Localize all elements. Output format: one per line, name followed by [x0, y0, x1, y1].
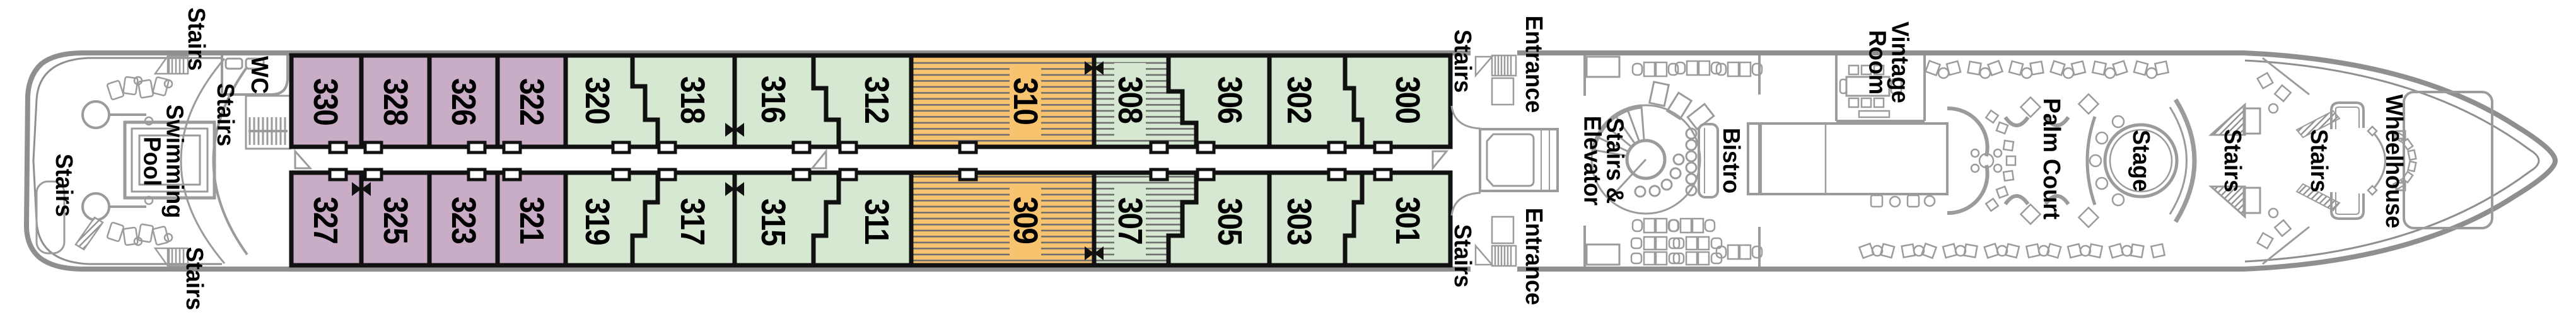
- cabin-321-number: 321: [513, 196, 551, 244]
- galley-side-seats: [1870, 194, 1936, 208]
- cabin-328: [359, 53, 432, 149]
- label-stage: Stage: [2127, 129, 2154, 192]
- cabin-322-number: 322: [513, 78, 551, 125]
- spiral-stairs-icon: [1590, 81, 1715, 215]
- cabin-330-number: 330: [306, 78, 344, 125]
- label-palm-court: Palm Court: [2037, 98, 2065, 220]
- label-entrance-top: Entrance: [1520, 15, 1547, 113]
- cabin-315-number: 315: [754, 198, 792, 246]
- bistro-bar: [1685, 123, 1719, 198]
- corridor-doors: [294, 148, 1449, 171]
- label-stairs-bow: Stairs: [2305, 129, 2332, 193]
- cabin-309-number: 309: [1006, 196, 1044, 244]
- label-stairs-elevator: Stairs & Elevator: [1579, 115, 1628, 206]
- cabin-312-number: 312: [858, 76, 895, 124]
- cabin-308-number: 308: [1111, 76, 1149, 124]
- cabin-330: [289, 53, 364, 149]
- vintage-room-table: [1839, 64, 1903, 118]
- suite-number-backings: [1010, 63, 1146, 257]
- bow-lounge-seats: [2256, 57, 2310, 265]
- cabin-327-number: 327: [306, 196, 344, 244]
- stage-circle: [2103, 123, 2179, 198]
- wheelhouse-room: [2403, 91, 2493, 229]
- label-swimming-pool: Swimming Pool: [139, 104, 188, 219]
- label-stairs-stage: Stairs: [2218, 129, 2246, 193]
- cabin-310-number: 310: [1006, 77, 1044, 125]
- label-stairs-stern-left: Stairs: [50, 153, 77, 217]
- cabin-305-number: 305: [1211, 197, 1249, 245]
- galley-block: [1759, 122, 1949, 195]
- cabin-307-number: 307: [1111, 197, 1149, 244]
- cabin-319-number: 319: [578, 197, 616, 245]
- cabin-300: [1343, 53, 1453, 149]
- label-stairs-lobby-bottom: Stairs: [1448, 224, 1476, 288]
- stern-side-stairs-icon: [74, 216, 104, 251]
- entrance-stairs-icon-bottom: [1474, 216, 1517, 267]
- label-stairs-lobby-top: Stairs: [1448, 29, 1476, 93]
- wc-room: [221, 55, 289, 96]
- stern-stairs-icon-top: [153, 54, 189, 75]
- cabin-318-number: 318: [673, 76, 711, 124]
- cabin-306-number: 306: [1211, 76, 1249, 124]
- stage-stairs-icons: [2208, 102, 2261, 219]
- elevator-shaft: [1479, 128, 1559, 192]
- cabin-316-number: 316: [754, 75, 792, 123]
- stern-stairs-icon-bottom: [153, 247, 189, 268]
- cabin-302-number: 302: [1280, 76, 1318, 124]
- cabin-317-number: 317: [673, 197, 711, 245]
- cabin-326-number: 326: [445, 78, 482, 125]
- cabin-322: [495, 53, 568, 149]
- cabin-310: [909, 53, 1097, 149]
- wheelhouse-area: [2295, 91, 2493, 229]
- cabin-323: [427, 170, 500, 268]
- label-stairs-stern-mid: Stairs: [211, 83, 238, 147]
- stern-platform: [35, 180, 66, 255]
- cabin-301: [1343, 170, 1453, 268]
- stage-area: [2085, 57, 2310, 265]
- stern-deck: [35, 54, 291, 268]
- midship-lobby: [1450, 48, 1621, 274]
- bow-stairs-icons: [2295, 110, 2341, 212]
- cabin-328-number: 328: [376, 78, 414, 125]
- label-wc: WC: [245, 55, 272, 95]
- cabin-320-number: 320: [578, 76, 616, 124]
- cabin-327: [289, 170, 364, 268]
- vintage-room-walls: [1835, 55, 1926, 122]
- entrance-stairs-icon-top: [1474, 54, 1517, 106]
- galley-and-vintage-room: [1747, 55, 1949, 208]
- label-stairs-stern-bottom: Stairs: [180, 246, 207, 311]
- bistro-tables: [1630, 60, 1763, 266]
- cabin-325: [359, 170, 432, 268]
- cabin-325-number: 325: [376, 196, 414, 244]
- cabin-303-number: 303: [1280, 197, 1318, 245]
- connecting-rooms-bowtie-icons: [352, 61, 1104, 260]
- pool-deck-chairs: [107, 76, 173, 246]
- label-bistro: Bistro: [1717, 127, 1744, 194]
- palm-court-furniture: [1858, 59, 2170, 260]
- cabin-301-number: 301: [1389, 196, 1426, 244]
- cabin-311-number: 311: [858, 198, 895, 244]
- cabin-300-number: 300: [1389, 76, 1426, 124]
- palm-court-lounge: [1947, 106, 2017, 216]
- bistro-area: [1590, 55, 1763, 267]
- cabin-doors: [328, 141, 1393, 181]
- cabin-309: [909, 170, 1097, 268]
- cabin-323-number: 323: [445, 196, 482, 244]
- label-vintage-room: Vintage Room: [1864, 21, 1913, 103]
- label-wheelhouse: Wheelhouse: [2380, 94, 2407, 229]
- swimming-pool: [123, 120, 216, 200]
- mooring-winches: [81, 100, 154, 221]
- label-stairs-stern-top: Stairs: [182, 7, 209, 71]
- label-entrance-bottom: Entrance: [1520, 207, 1547, 306]
